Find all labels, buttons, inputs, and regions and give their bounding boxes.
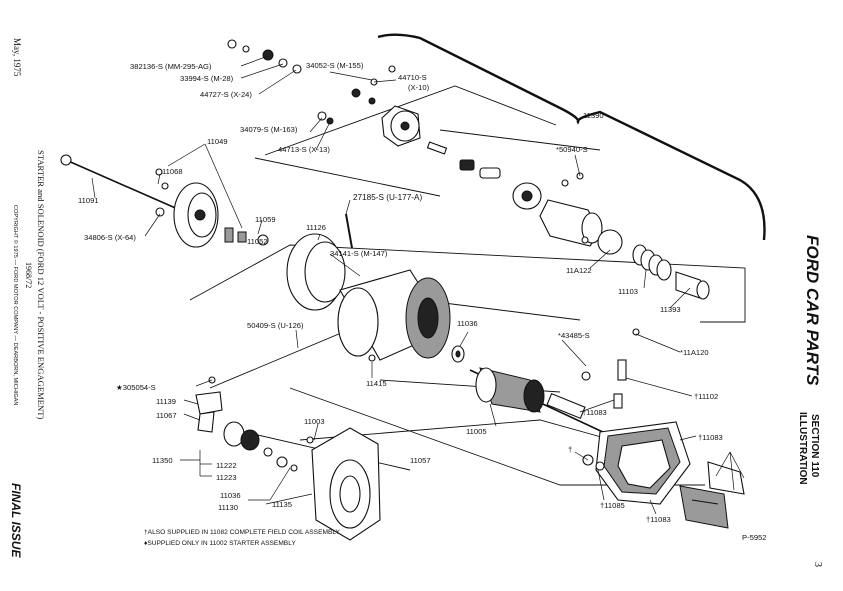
callout-11350: 11350 [152, 456, 173, 465]
callout-11052: 11052 [247, 237, 268, 246]
page-number: 3 [812, 562, 823, 567]
callout-11390: 11390 [583, 111, 604, 120]
callout-11057: 11057 [410, 456, 431, 465]
callout-382136: 382136-S (MM-295-AG) [130, 62, 212, 71]
callout-11049: 11049 [207, 137, 228, 146]
footnote-1: †ALSO SUPPLIED IN 11082 COMPLETE FIELD C… [144, 529, 341, 536]
cover-band [286, 213, 353, 311]
callout-11126: 11126 [306, 223, 326, 232]
callout-11005: 11005 [466, 427, 487, 436]
callout-11036-b: 11036 [220, 491, 241, 500]
brush-end-plate [155, 168, 269, 248]
drive-hardware [195, 376, 223, 433]
callout-11085: †11085 [600, 501, 625, 510]
callout-34806: 34806-S (X-64) [84, 233, 136, 242]
callout-27185: 27185-S (U-177-A) [353, 193, 422, 202]
drive-end-housing [306, 427, 381, 541]
callout-dagger: † [568, 445, 572, 454]
brushes [679, 461, 745, 529]
callout-labels: 382136-S (MM-295-AG) 33994-S (M-28) 4472… [78, 61, 767, 542]
callout-11393: 11393 [660, 305, 681, 314]
callout-44710-sub: (X-10) [408, 83, 430, 92]
figure-id: P-5952 [742, 533, 767, 542]
callout-44727: 44727-S (X-24) [200, 90, 252, 99]
callout-34052: 34052-S (M-155) [306, 61, 364, 70]
callout-11102: †11102 [694, 392, 718, 401]
callout-11130: 11130 [218, 503, 238, 512]
footnote-2: ♦SUPPLIED ONLY IN 11002 STARTER ASSEMBLY [144, 540, 296, 547]
section-label: SECTION 110 [809, 414, 820, 478]
callout-34079: 34079-S (M-163) [240, 125, 298, 134]
field-frame [337, 269, 451, 362]
brand-title: FORD CAR PARTS [803, 235, 822, 386]
field-coils [582, 421, 691, 505]
callout-11415: 11415 [366, 379, 387, 388]
callout-11067: 11067 [156, 411, 177, 420]
callout-50940: *50940-S [556, 145, 588, 154]
callout-11083-c: †11083 [646, 515, 671, 524]
callout-34141: 34141-S (M-147) [330, 249, 388, 258]
callout-305054: ★305054-S [116, 383, 156, 392]
callout-43485: *43485-S [558, 331, 590, 340]
plunger [675, 271, 710, 300]
right-margin: FORD CAR PARTS ILLUSTRATION SECTION 110 … [797, 235, 823, 567]
copyright-line: COPYRIGHT © 1975 — FORD MOTOR COMPANY — … [12, 205, 19, 405]
field-terminals [581, 328, 640, 409]
callout-11068: 11068 [162, 167, 183, 176]
drive-assembly [223, 421, 298, 472]
solenoid-cap [381, 105, 542, 210]
callout-11222: 11222 [216, 461, 237, 470]
callout-11223: 11223 [216, 473, 237, 482]
model-years: 1968/72 [24, 262, 33, 288]
armature [469, 367, 621, 441]
illustration-label: ILLUSTRATION [797, 412, 808, 485]
callout-50409: 50409-S (U-126) [247, 321, 304, 330]
callout-11059: 11059 [255, 215, 276, 224]
washer [451, 345, 465, 363]
footnotes: †ALSO SUPPLIED IN 11082 COMPLETE FIELD C… [144, 529, 341, 547]
page-title: STARTER and SOLENOID (FORD 12 VOLT - POS… [36, 150, 46, 419]
solenoid-hardware [227, 39, 396, 125]
callout-33994: 33994-S (M-28) [180, 74, 234, 83]
callout-11A120: *11A120 [680, 348, 709, 357]
callout-11135: 11135 [272, 500, 292, 509]
through-bolt [60, 154, 181, 217]
solenoid-group-brace [377, 33, 766, 241]
solenoid-body [539, 172, 623, 255]
callout-44710: 44710-S [398, 73, 427, 82]
callout-11003: 11003 [304, 417, 325, 426]
callout-11103: 11103 [618, 287, 638, 296]
callout-11091: 11091 [78, 196, 99, 205]
spring [632, 244, 672, 281]
left-margin: May, 1975 STARTER and SOLENOID (FORD 12 … [9, 38, 46, 558]
callout-44713: 44713-S (X-13) [278, 145, 330, 154]
final-issue-label: FINAL ISSUE [9, 483, 23, 558]
callout-11083-a: †11083 [582, 408, 607, 417]
callout-11036: 11036 [457, 319, 478, 328]
date-label: May, 1975 [12, 38, 22, 77]
callout-leaders [91, 55, 745, 515]
callout-11A122: 11A122 [566, 266, 592, 275]
callout-11139: 11139 [156, 397, 176, 406]
callout-11083-b: †11083 [698, 433, 723, 442]
